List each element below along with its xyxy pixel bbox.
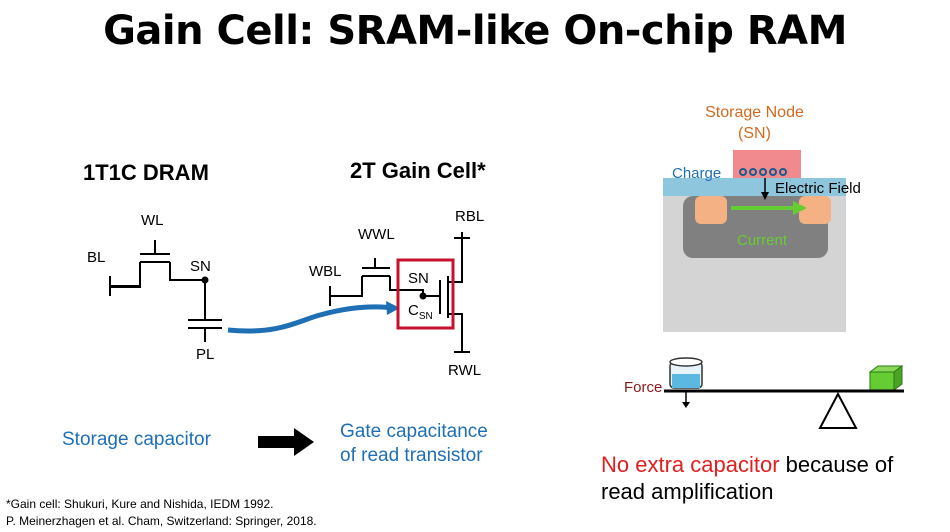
device-cross-section [663, 150, 846, 332]
gate-capacitance-text: Gate capacitance of read transistor [340, 421, 488, 466]
footnotes: *Gain cell: Shukuri, Kure and Nishida, I… [6, 497, 317, 528]
rbl-label: RBL [455, 208, 485, 225]
sn-highlight-box [396, 258, 455, 330]
blue-arrow [227, 304, 396, 334]
current-label: Current [737, 232, 788, 249]
csn-label: CSN [408, 302, 433, 322]
dram-header: 1T1C DRAM [83, 160, 209, 185]
gain-cell-header: 2T Gain Cell* [350, 158, 486, 183]
wbl-label: WBL [309, 263, 342, 280]
page-title: Gain Cell: SRAM-like On-chip RAM [103, 8, 847, 54]
right-arrow-icon [258, 428, 314, 456]
wl-label: WL [141, 212, 164, 229]
lever-diagram [664, 357, 904, 429]
gain-cell-schematic [329, 232, 470, 353]
sn-label-dram: SN [190, 258, 211, 275]
bl-label: BL [87, 249, 106, 266]
force-label: Force [624, 379, 663, 396]
amplification-note: No extra capacitor because of read ampli… [601, 452, 894, 504]
dram-schematic [109, 240, 222, 342]
wwl-label: WWL [358, 226, 395, 243]
no-extra-capacitor-text: No extra capacitor [601, 452, 780, 477]
storage-node-label: Storage Node (SN) [705, 104, 804, 142]
charge-label: Charge [672, 165, 722, 182]
electric-field-label: Electric Field [775, 180, 861, 197]
storage-capacitor-text: Storage capacitor [62, 429, 211, 450]
sn-label-gain: SN [408, 270, 429, 287]
pl-label: PL [196, 346, 215, 363]
rwl-label: RWL [448, 362, 482, 379]
arrowhead [386, 301, 400, 315]
